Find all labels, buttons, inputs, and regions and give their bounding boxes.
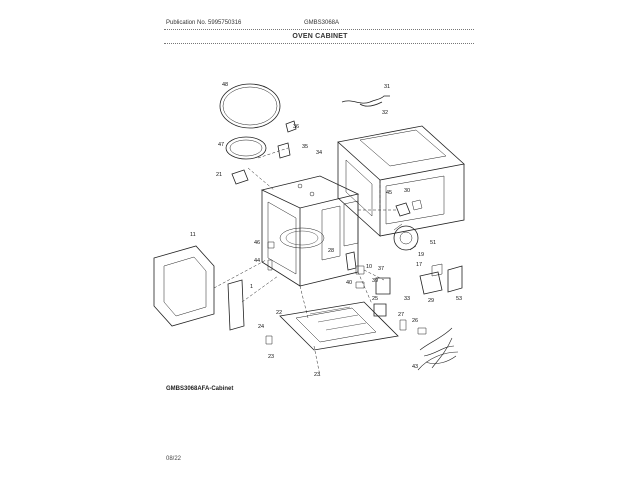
waveguide-cover <box>231 169 249 185</box>
callout-26: 26 <box>412 318 418 324</box>
callout-34: 34 <box>316 150 322 156</box>
page-title: OVEN CABINET <box>292 33 348 40</box>
callout-1: 1 <box>250 284 253 290</box>
callout-29: 29 <box>428 298 434 304</box>
callout-25: 25 <box>372 296 378 302</box>
callout-35: 35 <box>302 144 308 150</box>
callout-27: 27 <box>398 312 404 318</box>
callout-37: 37 <box>378 266 384 272</box>
callout-32: 32 <box>382 110 388 116</box>
control-panel <box>227 279 245 331</box>
callout-19: 19 <box>418 252 424 258</box>
callout-33: 33 <box>404 296 410 302</box>
footer-date: 08/22 <box>166 456 182 462</box>
publication-number: Publication No. 5995750316 <box>166 20 242 26</box>
callout-39: 39 <box>372 278 378 284</box>
callout-36: 36 <box>293 124 299 130</box>
callout-24: 24 <box>258 324 264 330</box>
callout-22: 22 <box>276 310 282 316</box>
callout-23-lower: 23 <box>314 372 320 378</box>
callout-28: 28 <box>328 248 334 254</box>
callout-51: 51 <box>430 240 436 246</box>
capacitor <box>375 277 391 295</box>
callout-10: 10 <box>366 264 372 270</box>
callout-17: 17 <box>416 262 422 268</box>
turntable-glass <box>219 83 281 129</box>
callout-23-upper: 23 <box>268 354 274 360</box>
title-rule <box>164 43 474 44</box>
callout-45: 45 <box>386 190 392 196</box>
outer-cabinet <box>337 125 465 237</box>
callout-31: 31 <box>384 84 390 90</box>
diagram-caption: GMBS3068AFA-Cabinet <box>166 386 234 392</box>
callout-53: 53 <box>456 296 462 302</box>
transformer <box>419 271 443 295</box>
callout-21: 21 <box>216 172 222 178</box>
callout-46: 46 <box>254 240 260 246</box>
model-number: GMBS3068A <box>304 20 340 26</box>
fan-motor <box>393 223 419 251</box>
power-cord <box>341 95 390 107</box>
base-plate <box>279 301 399 351</box>
callout-11: 11 <box>190 232 196 238</box>
callout-40: 40 <box>346 280 352 286</box>
roller-ring <box>225 136 267 160</box>
wiring-harness <box>417 327 459 371</box>
callout-30: 30 <box>404 188 410 194</box>
header-rule <box>164 29 474 30</box>
exploded-parts-diagram: 48 47 21 36 35 34 31 32 45 30 51 19 11 4… <box>153 82 465 378</box>
oven-cavity <box>260 175 360 287</box>
door-assembly <box>153 245 215 327</box>
callout-47: 47 <box>218 142 224 148</box>
callout-43: 43 <box>412 364 418 370</box>
callout-44: 44 <box>254 258 260 264</box>
bracket-part <box>285 120 297 133</box>
callout-48: 48 <box>222 82 228 88</box>
